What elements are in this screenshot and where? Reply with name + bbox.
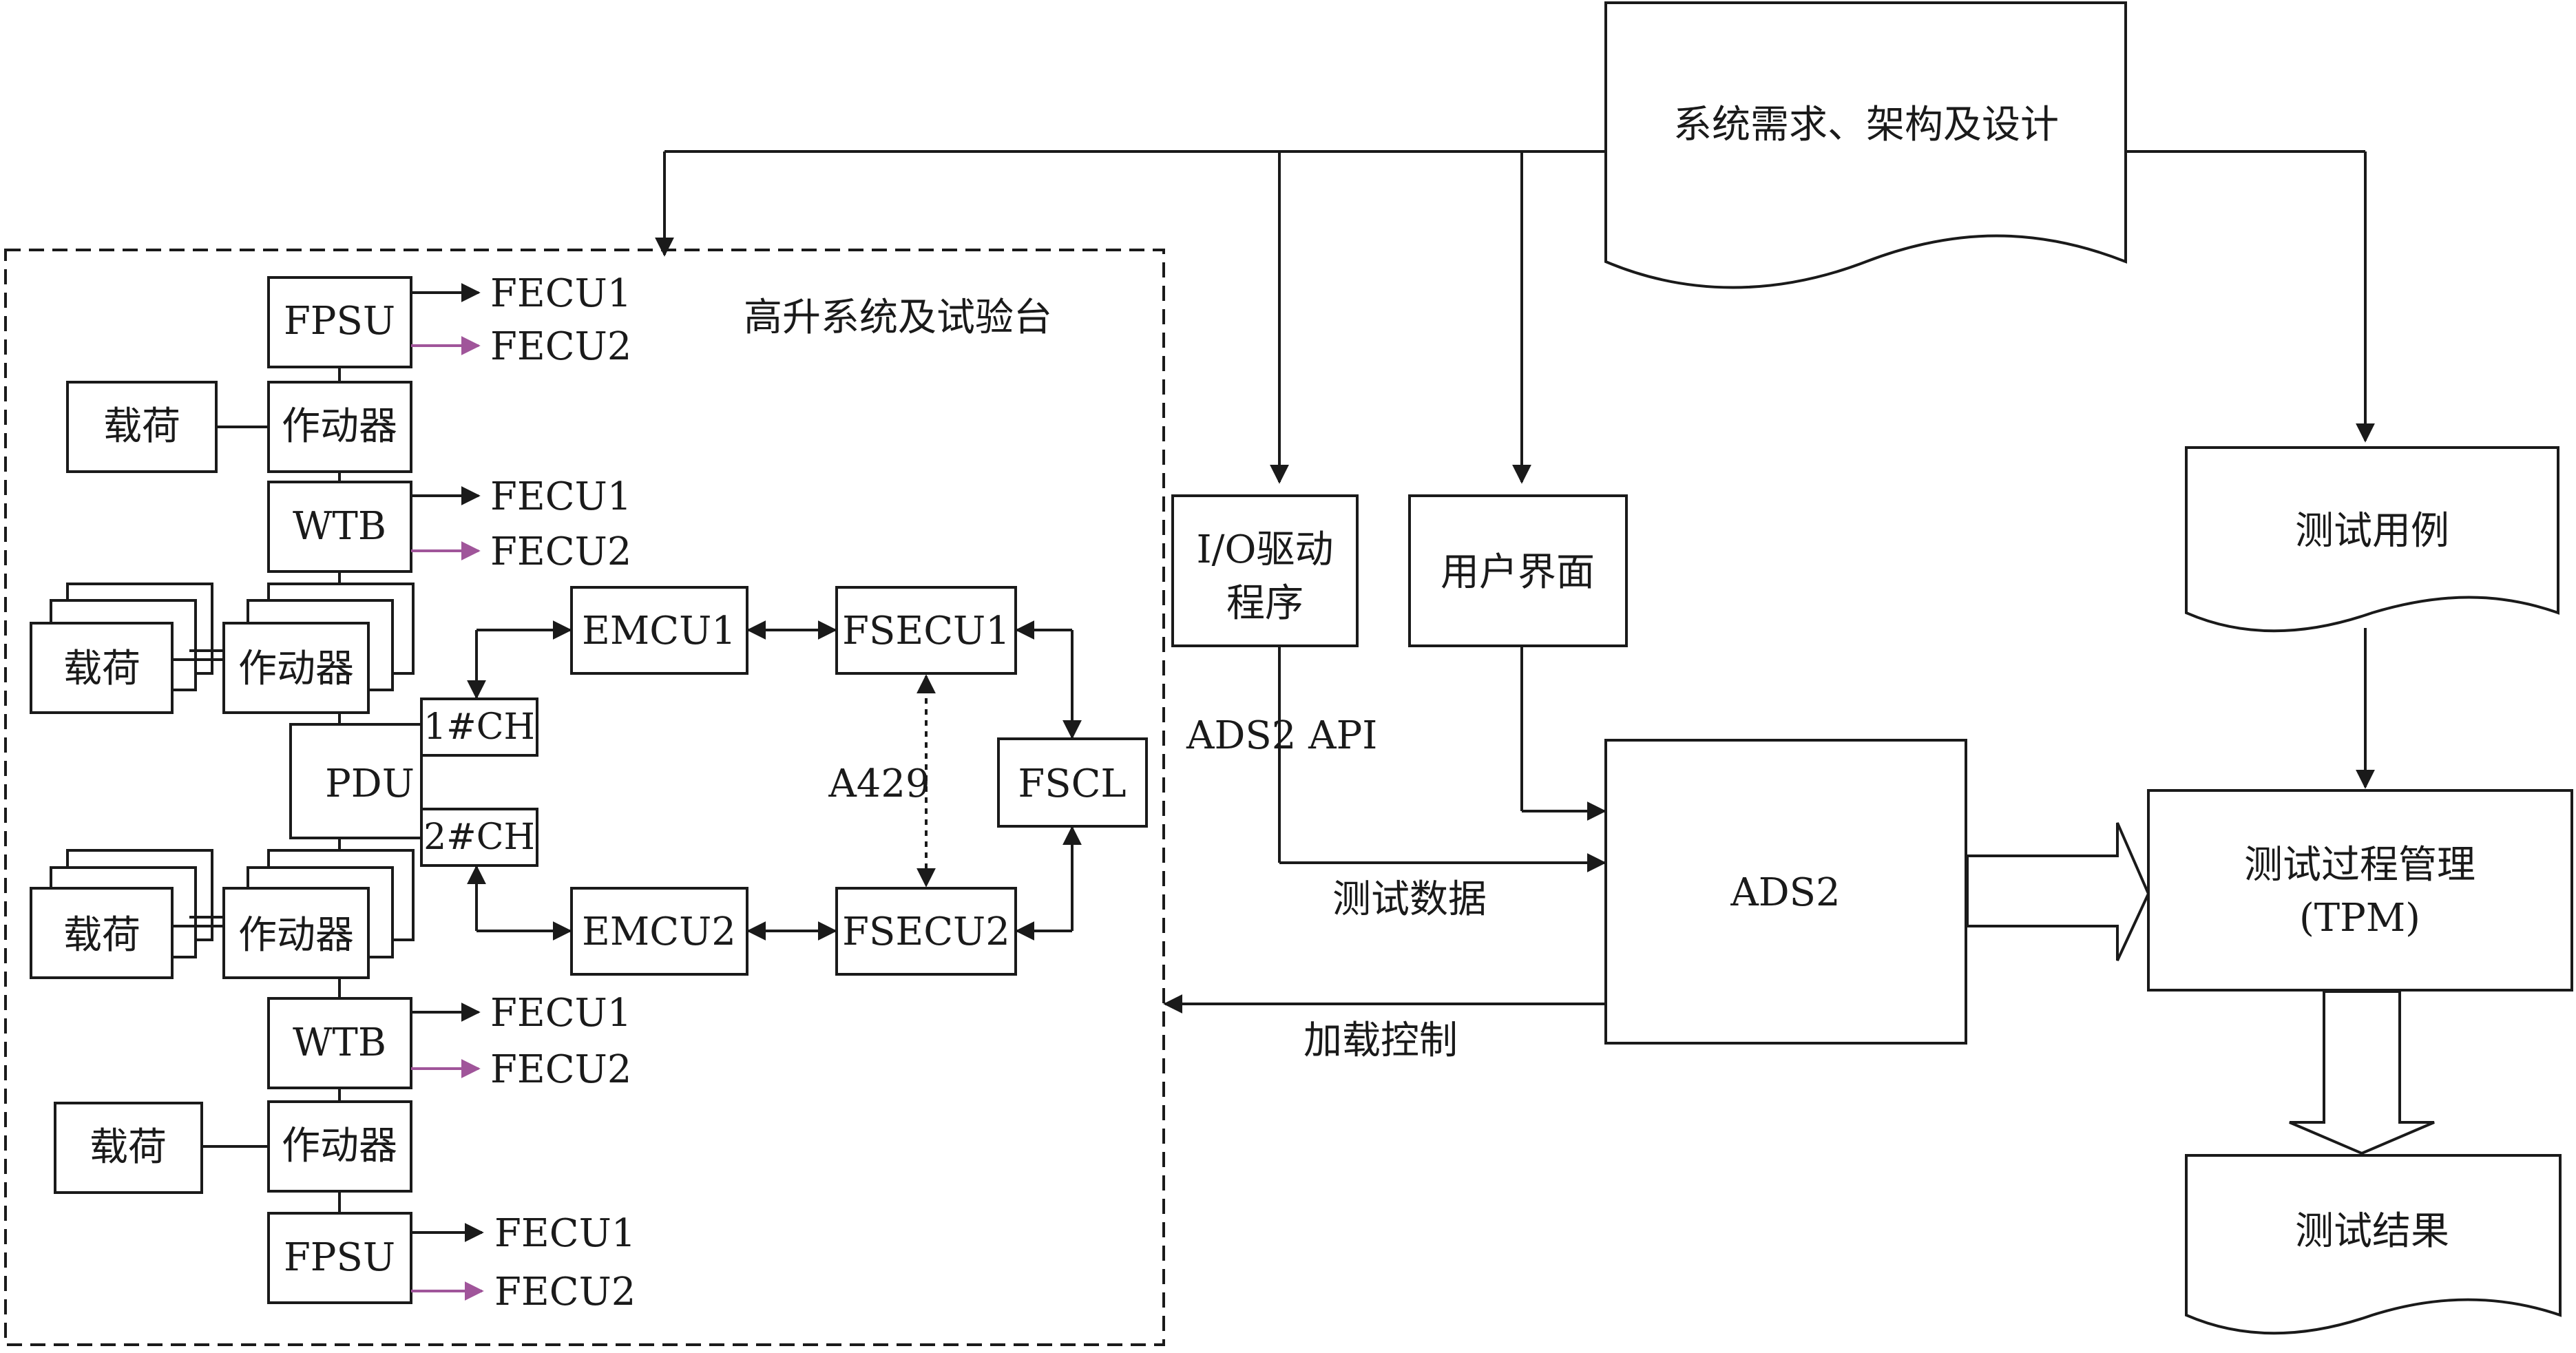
stacked-actuator-upper-group: 载荷 作动器	[30, 583, 415, 714]
emcu2-box	[570, 887, 748, 976]
tpm-label-line2: (TPM)	[2299, 896, 2420, 941]
load-top-label: 载荷	[103, 404, 180, 449]
requirements-label: 系统需求、架构及设计	[1673, 103, 2059, 147]
load-stack-lower-front	[30, 887, 174, 979]
wtb-upper-group: WTB FECU1 FECU2	[267, 474, 631, 574]
actuator-stack-lower-front	[222, 887, 370, 979]
control-units-group: EMCU1 FSECU1 EMCU2 FSECU2 FSCL A429	[570, 586, 1148, 976]
io-driver-group: I/O驱动 程序 ADS2 API	[1171, 494, 1377, 758]
fpsu-top-fecu2-label: FECU2	[490, 324, 631, 369]
load-upper-stack-label: 载荷	[63, 647, 140, 691]
wtb-upper-fecu2-label: FECU2	[490, 529, 631, 574]
load-stack-upper-front	[30, 622, 174, 714]
bench-title: 高升系统及试验台	[744, 295, 1052, 340]
ads2-box	[1604, 739, 1967, 1045]
wtb-lower-group: WTB FECU1 FECU2	[267, 991, 631, 1092]
control-connectors	[467, 620, 1082, 941]
fpsu-bottom-label: FPSU	[284, 1235, 395, 1280]
emcu2-label: EMCU2	[582, 910, 736, 954]
wtb-lower-fecu1-label: FECU1	[490, 991, 631, 1036]
fsecu2-box	[835, 887, 1017, 976]
emcu1-box	[570, 586, 748, 675]
tpm-group: 测试过程管理 (TPM)	[2147, 789, 2573, 992]
fsecu2-label: FSECU2	[842, 910, 1010, 954]
tpm-box	[2147, 789, 2573, 992]
fpsu-bottom-fecu1-label: FECU1	[494, 1211, 636, 1256]
wtb-lower-box	[267, 997, 412, 1089]
actuator-top-group: 载荷 作动器	[66, 381, 412, 473]
fsecu1-box	[835, 586, 1017, 675]
emcu1-label: EMCU1	[582, 609, 736, 653]
load-bottom-label: 载荷	[90, 1125, 167, 1170]
ads2-connectors: 测试数据 加载控制	[1163, 647, 1606, 1063]
ch2-box	[420, 808, 538, 867]
fscl-label: FSCL	[1018, 762, 1126, 806]
fpsu-bottom-fecu2-label: FECU2	[494, 1270, 636, 1314]
requirements-document: 系统需求、架构及设计	[1604, 1, 2127, 289]
io-driver-box	[1171, 494, 1359, 647]
stacked-actuator-lower-group: 载荷 作动器	[30, 849, 415, 979]
test-results-document: 测试结果	[2185, 1154, 2562, 1335]
ads2-label: ADS2	[1730, 870, 1840, 915]
fpsu-top-group: FPSU FECU1 FECU2	[267, 271, 631, 369]
fpsu-top-label: FPSU	[284, 299, 395, 344]
test-cases-document: 测试用例	[2185, 446, 2559, 633]
bench-container	[4, 249, 1165, 1346]
load-control-label: 加载控制	[1303, 1018, 1458, 1063]
wtb-upper-label: WTB	[293, 504, 386, 549]
actuator-lower-stack-label: 作动器	[238, 913, 354, 958]
tpm-to-results-arrow	[2289, 990, 2435, 1155]
ads2-api-label: ADS2 API	[1186, 713, 1377, 758]
fpsu-top-box	[267, 276, 412, 368]
actuator-top-box	[267, 381, 412, 473]
load-lower-stack-label: 载荷	[63, 913, 140, 958]
actuator-bottom-label: 作动器	[282, 1124, 397, 1168]
pdu-box	[289, 723, 423, 839]
io-driver-label-line1: I/O驱动	[1197, 527, 1334, 572]
a429-label: A429	[828, 762, 930, 806]
tpm-label-line1: 测试过程管理	[2244, 843, 2475, 888]
user-interface-box	[1408, 494, 1628, 647]
test-data-label: 测试数据	[1332, 877, 1487, 922]
io-driver-label-line2: 程序	[1226, 581, 1303, 626]
wtb-lower-fecu2-label: FECU2	[490, 1047, 631, 1092]
pdu-group: PDU 1#CH 2#CH	[289, 698, 538, 867]
test-cases-label: 测试用例	[2295, 509, 2449, 554]
ch1-label: 1#CH	[423, 706, 535, 748]
actuator-stack-upper-front	[222, 622, 370, 714]
wtb-lower-label: WTB	[293, 1020, 386, 1065]
actuator-top-label: 作动器	[282, 404, 397, 449]
wtb-upper-box	[267, 481, 412, 573]
pdu-label: PDU	[325, 762, 415, 806]
ch2-label: 2#CH	[423, 817, 535, 858]
user-interface-group: 用户界面	[1408, 494, 1628, 647]
fpsu-top-fecu1-label: FECU1	[490, 271, 631, 316]
fpsu-bottom-box	[267, 1212, 412, 1304]
actuator-upper-stack-label: 作动器	[238, 647, 354, 691]
ch1-box	[420, 698, 538, 757]
actuator-bottom-box	[267, 1100, 412, 1193]
ads2-group: ADS2	[1604, 739, 1967, 1045]
requirements-connectors	[655, 150, 2375, 484]
load-top-box	[66, 381, 218, 473]
user-interface-label: 用户界面	[1441, 550, 1595, 595]
actuator-bottom-group: 载荷 作动器	[54, 1100, 412, 1194]
fsecu1-label: FSECU1	[842, 609, 1010, 653]
wtb-upper-fecu1-label: FECU1	[490, 474, 631, 519]
test-results-label: 测试结果	[2295, 1209, 2449, 1254]
fpsu-bottom-group: FPSU FECU1 FECU2	[267, 1211, 636, 1314]
ads2-to-tpm-arrow	[1966, 822, 2150, 961]
